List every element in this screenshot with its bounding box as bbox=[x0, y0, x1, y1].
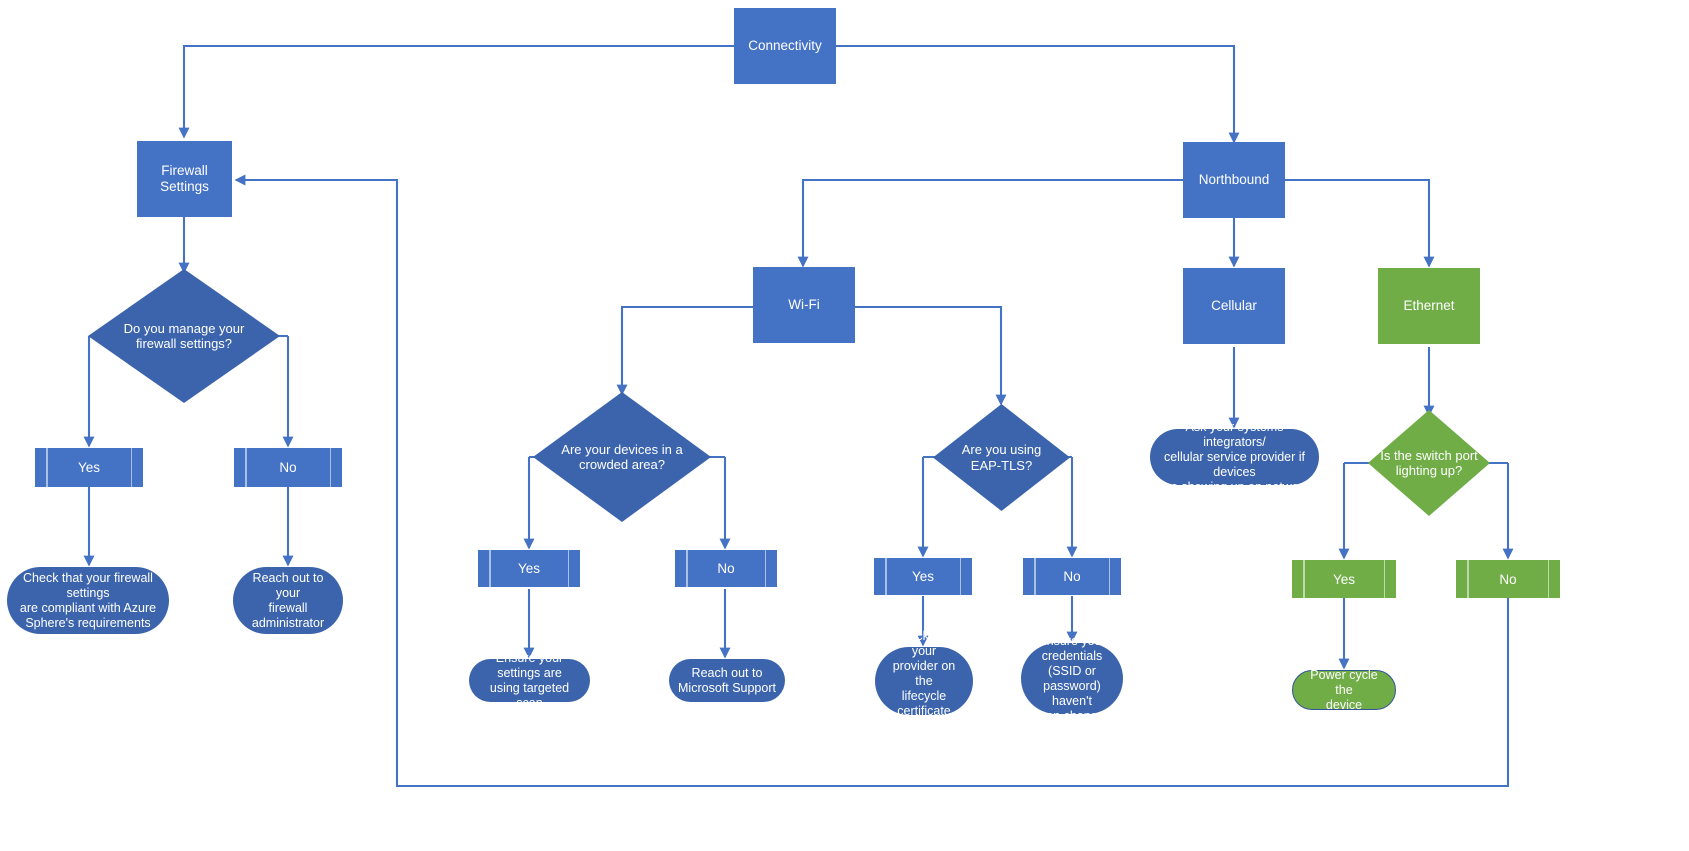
decision-eap-tls[interactable]: Are you using EAP-TLS? bbox=[933, 404, 1070, 511]
decision-manage-firewall-label: Do you manage your firewall settings? bbox=[123, 320, 245, 351]
branch-switchport-yes[interactable]: Yes bbox=[1292, 560, 1396, 598]
terminator-firewall-administrator[interactable]: Reach out to your firewall administrator bbox=[233, 567, 343, 634]
branch-crowded-yes[interactable]: Yes bbox=[478, 550, 580, 587]
edge-connectivity-firewall bbox=[178, 44, 734, 139]
branch-switchport-no-label: No bbox=[1499, 571, 1517, 587]
node-ethernet-label: Ethernet bbox=[1403, 298, 1455, 314]
branch-switchport-yes-label: Yes bbox=[1332, 571, 1356, 587]
pp-bar-right bbox=[1547, 560, 1549, 598]
branch-eaptls-no[interactable]: No bbox=[1023, 558, 1121, 595]
terminator-cellular-provider[interactable]: Ask your systems integrators/ cellular s… bbox=[1150, 420, 1319, 494]
branch-firewall-yes-label: Yes bbox=[77, 460, 101, 475]
branch-crowded-yes-label: Yes bbox=[517, 561, 541, 576]
pp-bar-right bbox=[130, 448, 132, 487]
terminator-power-cycle[interactable]: Power cycle the device bbox=[1292, 668, 1396, 712]
branch-crowded-no[interactable]: No bbox=[675, 550, 777, 587]
edge-northbound-wifi bbox=[797, 178, 1183, 268]
node-cellular-label: Cellular bbox=[1211, 298, 1257, 314]
node-ethernet[interactable]: Ethernet bbox=[1378, 268, 1480, 344]
terminator-microsoft-support[interactable]: Reach out to Microsoft Support bbox=[669, 659, 785, 702]
branch-switchport-no[interactable]: No bbox=[1456, 560, 1560, 598]
node-connectivity-label: Connectivity bbox=[748, 38, 822, 54]
node-wifi-label: Wi-Fi bbox=[788, 297, 820, 313]
branch-eaptls-yes-label: Yes bbox=[911, 569, 935, 584]
pp-bar-left bbox=[46, 448, 48, 487]
branch-eaptls-yes[interactable]: Yes bbox=[874, 558, 972, 595]
decision-crowded-area[interactable]: Are your devices in a crowded area? bbox=[533, 392, 711, 522]
edge-wifi-crowded bbox=[616, 305, 753, 396]
branch-firewall-yes[interactable]: Yes bbox=[35, 448, 143, 487]
node-northbound-label: Northbound bbox=[1198, 172, 1270, 188]
node-firewall-settings-label: Firewall Settings bbox=[160, 163, 209, 194]
terminator-lifecycle-certificate[interactable]: Check with your provider on the lifecycl… bbox=[875, 629, 973, 733]
node-wifi[interactable]: Wi-Fi bbox=[753, 267, 855, 343]
terminator-targeted-scan[interactable]: Ensure your settings are using targeted … bbox=[469, 651, 590, 710]
terminator-firewall-compliant[interactable]: Check that your firewall settings are co… bbox=[7, 567, 169, 634]
node-firewall-settings[interactable]: Firewall Settings bbox=[137, 141, 232, 217]
node-connectivity[interactable]: Connectivity bbox=[734, 8, 836, 84]
edge-wifi-eaptls bbox=[855, 305, 1007, 406]
decision-switch-port[interactable]: Is the switch port lighting up? bbox=[1368, 410, 1490, 516]
edge-northbound-ethernet bbox=[1285, 178, 1435, 268]
decision-crowded-area-label: Are your devices in a crowded area? bbox=[561, 441, 683, 472]
branch-eaptls-no-label: No bbox=[1063, 569, 1081, 584]
decision-manage-firewall[interactable]: Do you manage your firewall settings? bbox=[88, 269, 280, 403]
decision-eap-tls-label: Are you using EAP-TLS? bbox=[961, 442, 1042, 473]
terminator-credentials-changed[interactable]: Ensure your credentials (SSID or passwor… bbox=[1021, 634, 1123, 723]
branch-firewall-no[interactable]: No bbox=[234, 448, 342, 487]
edge-connectivity-northbound bbox=[836, 44, 1240, 144]
node-northbound[interactable]: Northbound bbox=[1183, 142, 1285, 218]
node-cellular[interactable]: Cellular bbox=[1183, 268, 1285, 344]
branch-firewall-no-label: No bbox=[279, 460, 297, 475]
branch-crowded-no-label: No bbox=[717, 561, 735, 576]
decision-switch-port-label: Is the switch port lighting up? bbox=[1380, 447, 1478, 478]
